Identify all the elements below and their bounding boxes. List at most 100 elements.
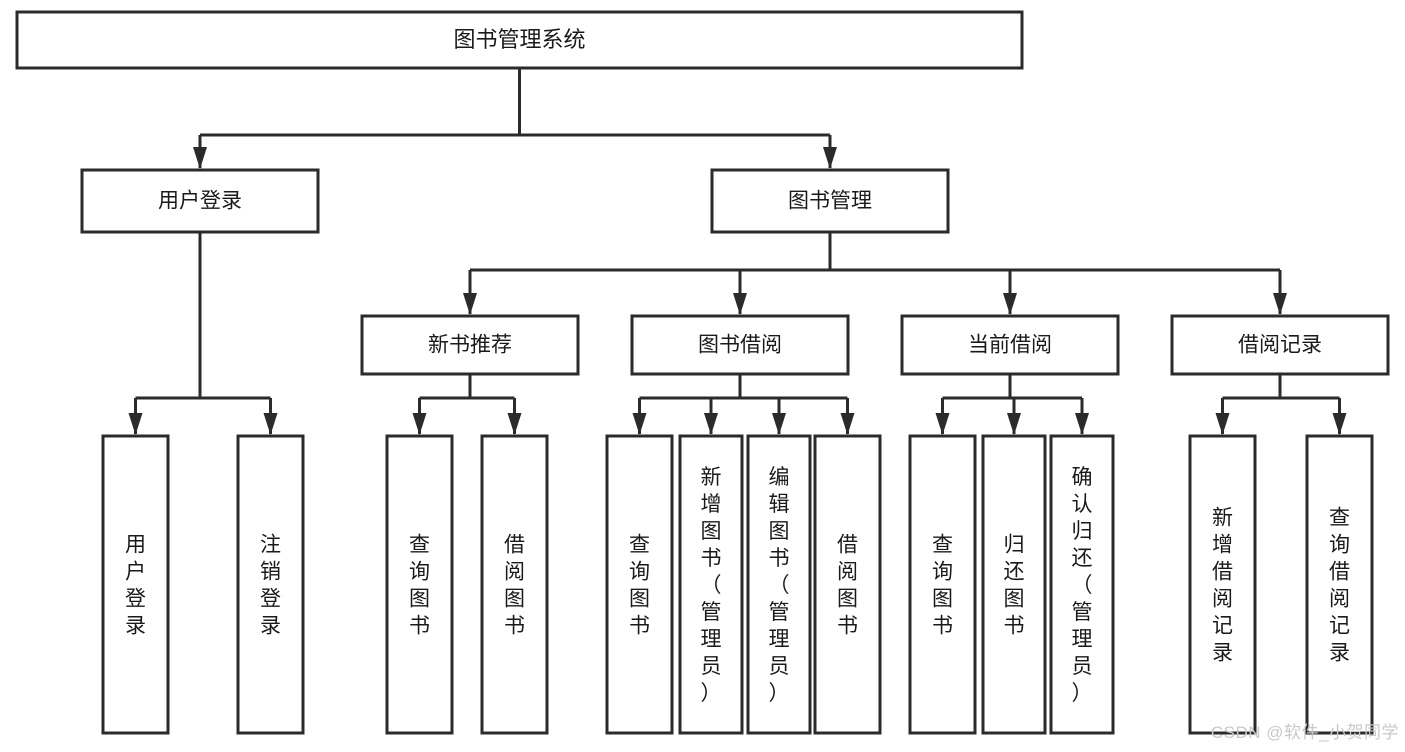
node-label-char: 员 <box>769 655 790 678</box>
node-label-char: 录 <box>125 615 146 638</box>
node-label-char: 书 <box>1004 615 1025 638</box>
arrow-down-icon <box>1003 293 1017 315</box>
node-label-char: ） <box>1072 682 1093 705</box>
node-level3-box-2[interactable] <box>900 314 1120 376</box>
node-leaf-box-11[interactable] <box>1188 434 1257 735</box>
node-label-char: 书 <box>409 615 430 638</box>
node-label-char: （ <box>1072 574 1093 597</box>
node-label-char: 管 <box>1072 601 1093 624</box>
node-label-char: 查 <box>932 534 953 557</box>
node-label-char: 记 <box>1212 615 1233 638</box>
node-level2-box-1[interactable] <box>710 168 950 234</box>
node-label-char: 借 <box>1329 561 1350 584</box>
node-label-char: 阅 <box>504 561 525 584</box>
node-label-char: 编 <box>769 466 790 489</box>
node-label-char: 书 <box>769 547 790 570</box>
node-label-char: 书 <box>837 615 858 638</box>
node-label-char: 阅 <box>837 561 858 584</box>
arrow-down-icon <box>704 413 718 435</box>
node-leaf-box-1[interactable] <box>236 434 305 735</box>
node-label-char: 注 <box>260 534 281 557</box>
node-level3-box-0[interactable] <box>360 314 580 376</box>
node-level3-box-3[interactable] <box>1170 314 1390 376</box>
node-label-char: 书 <box>932 615 953 638</box>
node-label-char: 新 <box>701 466 722 489</box>
node-label-char: 阅 <box>1212 588 1233 611</box>
arrow-down-icon <box>1075 413 1089 435</box>
node-label-char: 图 <box>409 588 430 611</box>
node-label-char: 图 <box>1004 588 1025 611</box>
arrow-down-icon <box>733 293 747 315</box>
node-label-char: 管 <box>769 601 790 624</box>
node-leaf-box-8[interactable] <box>908 434 977 735</box>
node-label-char: 录 <box>1329 642 1350 665</box>
node-level3-label-1: 图书借阅 <box>698 334 782 357</box>
node-label-char: 新 <box>1212 507 1233 530</box>
node-leaf-box-9[interactable] <box>981 434 1047 735</box>
node-level2-label-1: 图书管理 <box>788 190 872 213</box>
node-level3-box-1[interactable] <box>630 314 850 376</box>
node-label-char: 询 <box>409 561 430 584</box>
node-label-char: 查 <box>409 534 430 557</box>
node-level2-box-0[interactable] <box>80 168 320 234</box>
arrow-down-icon <box>412 413 427 435</box>
arrow-down-icon <box>1332 413 1347 435</box>
node-label-char: 还 <box>1072 547 1093 570</box>
node-leaf-box-10[interactable] <box>1049 434 1115 735</box>
node-label-char: 书 <box>504 615 525 638</box>
node-label-char: 图 <box>932 588 953 611</box>
arrow-down-icon <box>1007 413 1021 435</box>
node-label-char: 管 <box>701 601 722 624</box>
node-root-label: 图书管理系统 <box>453 27 585 52</box>
node-label-char: 理 <box>769 628 790 651</box>
node-label-char: 询 <box>1329 534 1350 557</box>
node-leaf-box-5[interactable] <box>678 434 744 735</box>
node-label-char: 图 <box>701 520 722 543</box>
arrow-down-icon <box>263 413 278 435</box>
node-leaf-box-3[interactable] <box>480 434 549 735</box>
node-label-char: 记 <box>1329 615 1350 638</box>
node-label-char: 录 <box>1212 642 1233 665</box>
node-label-char: 查 <box>1329 507 1350 530</box>
arrow-down-icon <box>840 413 855 435</box>
node-label-char: 户 <box>125 561 146 584</box>
node-label-char: 认 <box>1072 493 1093 516</box>
node-leaf-box-12[interactable] <box>1305 434 1374 735</box>
arrow-down-icon <box>1273 293 1287 315</box>
node-label-char: 图 <box>504 588 525 611</box>
node-label-char: 归 <box>1072 520 1093 543</box>
node-label-char: ） <box>769 682 790 705</box>
node-label-char: 书 <box>629 615 650 638</box>
node-label-char: 理 <box>701 628 722 651</box>
node-label-char: ） <box>701 682 722 705</box>
node-label-char: 阅 <box>1329 588 1350 611</box>
arrow-down-icon <box>823 147 837 169</box>
node-level3-label-3: 借阅记录 <box>1238 334 1322 357</box>
arrow-down-icon <box>128 413 143 435</box>
node-label-char: 辑 <box>769 493 790 516</box>
node-leaf-box-4[interactable] <box>605 434 674 735</box>
node-label-char: 借 <box>504 534 525 557</box>
node-leaf-box-6[interactable] <box>746 434 812 735</box>
node-label-char: 理 <box>1072 628 1093 651</box>
node-label-char: 还 <box>1004 561 1025 584</box>
node-leaf-box-0[interactable] <box>101 434 170 735</box>
node-label-char: 借 <box>1212 561 1233 584</box>
node-root-box[interactable] <box>15 10 1024 70</box>
node-label-char: 员 <box>1072 655 1093 678</box>
node-label-char: 录 <box>260 615 281 638</box>
node-leaf-box-2[interactable] <box>385 434 454 735</box>
arrow-down-icon <box>193 147 207 169</box>
node-label-char: 增 <box>1212 534 1233 557</box>
node-leaf-box-7[interactable] <box>813 434 882 735</box>
arrow-down-icon <box>772 413 786 435</box>
node-label-char: 用 <box>125 534 146 557</box>
